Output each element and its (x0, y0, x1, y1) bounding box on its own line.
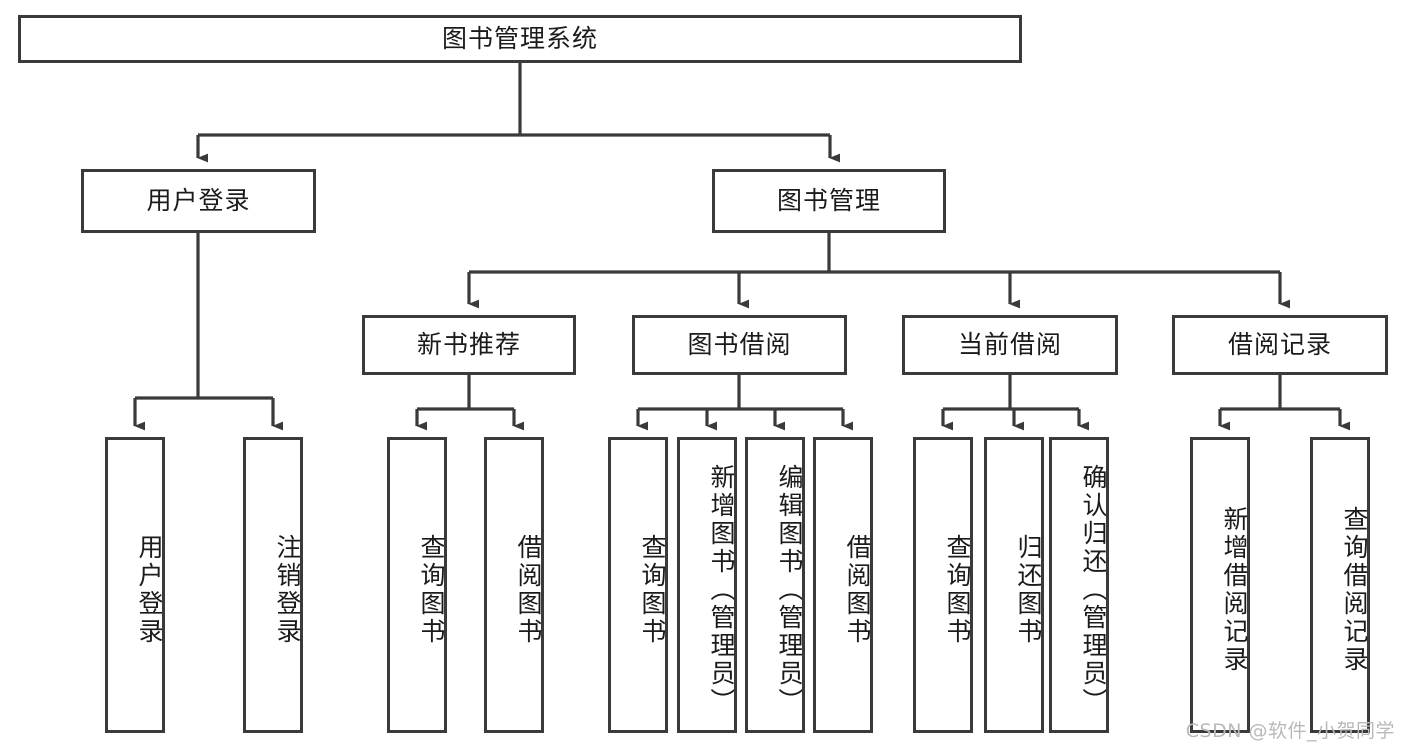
leaf-node-query-book-current[interactable]: 查询图书 (913, 437, 973, 733)
leaf-node-add-book-admin[interactable]: 新增图书（管理员） (677, 437, 737, 733)
node-user-login[interactable]: 用户登录 (81, 169, 316, 233)
node-root-system[interactable]: 图书管理系统 (18, 15, 1022, 63)
node-label: 当前借阅 (957, 330, 1062, 359)
leaf-node-query-book-borrow[interactable]: 查询图书 (608, 437, 668, 733)
leaf-node-borrow-book[interactable]: 借阅图书 (813, 437, 873, 733)
node-book-borrow[interactable]: 图书借阅 (632, 315, 847, 375)
node-label: 借阅图书 (843, 534, 872, 646)
leaf-node-return-book[interactable]: 归还图书 (984, 437, 1044, 733)
leaf-node-query-book-newbook[interactable]: 查询图书 (387, 437, 447, 733)
node-label: 查询图书 (638, 534, 667, 646)
leaf-node-add-borrow-record[interactable]: 新增借阅记录 (1190, 437, 1250, 733)
node-label: 编辑图书（管理员） (775, 464, 804, 716)
leaf-node-edit-book-admin[interactable]: 编辑图书（管理员） (745, 437, 805, 733)
node-label: 图书借阅 (687, 330, 792, 359)
node-borrow-record[interactable]: 借阅记录 (1172, 315, 1388, 375)
leaf-node-user-login[interactable]: 用户登录 (105, 437, 165, 733)
node-label: 新书推荐 (416, 330, 521, 359)
node-root-label: 图书管理系统 (441, 24, 598, 53)
node-label: 新增图书（管理员） (707, 464, 736, 716)
leaf-node-logout[interactable]: 注销登录 (243, 437, 303, 733)
watermark-text: CSDN @软件_小贺同学 (1185, 720, 1395, 742)
node-label: 查询借阅记录 (1340, 506, 1369, 674)
node-label: 归还图书 (1014, 534, 1043, 646)
node-label: 确认归还（管理员） (1079, 464, 1108, 716)
node-label: 借阅记录 (1227, 330, 1332, 359)
node-book-management[interactable]: 图书管理 (712, 169, 946, 233)
node-label: 用户登录 (135, 534, 164, 646)
node-label: 新增借阅记录 (1220, 506, 1249, 674)
node-label: 查询图书 (943, 534, 972, 646)
leaf-node-query-borrow-record[interactable]: 查询借阅记录 (1310, 437, 1370, 733)
leaf-node-borrow-book-newbook[interactable]: 借阅图书 (484, 437, 544, 733)
leaf-node-confirm-return-admin[interactable]: 确认归还（管理员） (1049, 437, 1109, 733)
node-current-borrow[interactable]: 当前借阅 (902, 315, 1118, 375)
node-label: 查询图书 (417, 534, 446, 646)
node-label: 用户登录 (146, 186, 251, 215)
node-label: 借阅图书 (514, 534, 543, 646)
node-label: 图书管理 (776, 186, 881, 215)
node-label: 注销登录 (273, 534, 302, 646)
node-new-book-recommend[interactable]: 新书推荐 (362, 315, 576, 375)
